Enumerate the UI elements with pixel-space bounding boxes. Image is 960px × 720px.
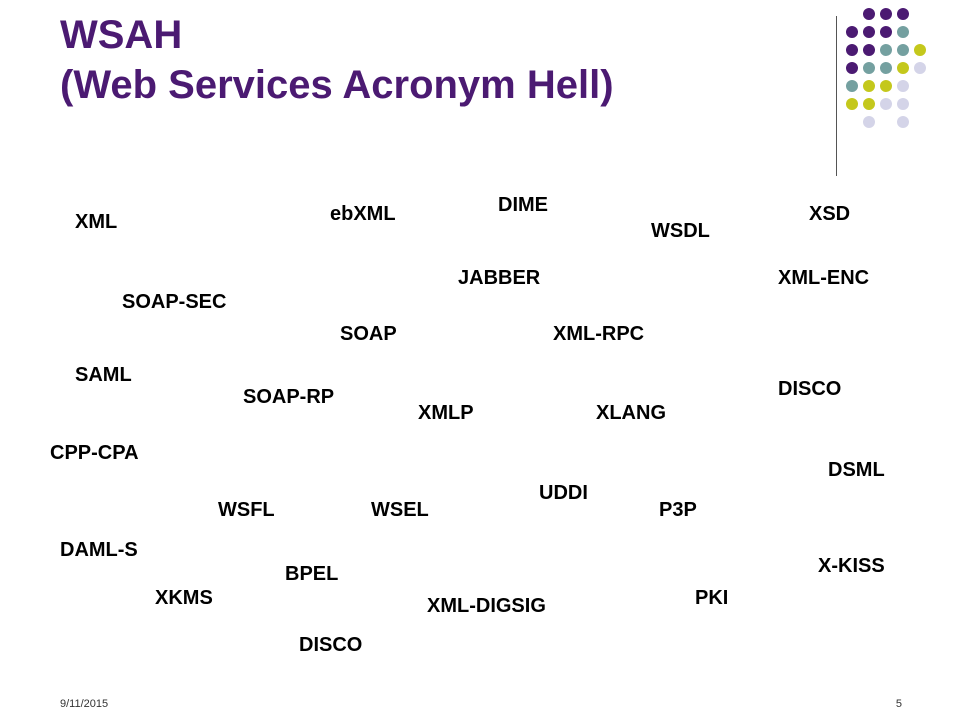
decorative-dot [880, 44, 892, 56]
acronym-term: P3P [659, 499, 697, 521]
acronym-term: ebXML [330, 203, 396, 225]
acronym-term: PKI [695, 587, 729, 609]
slide-title: WSAH (Web Services Acronym Hell) [60, 10, 614, 110]
decorative-dot [897, 62, 909, 74]
acronym-term: SOAP-RP [243, 386, 335, 408]
acronym-term: CPP-CPA [50, 442, 139, 464]
slide-title-line-1: WSAH [60, 13, 183, 57]
decorative-dot [897, 80, 909, 92]
acronym-term: WSDL [651, 220, 710, 242]
acronym-term: DIME [498, 194, 548, 216]
decorative-dot [863, 26, 875, 38]
acronym-term: XMLP [418, 402, 474, 424]
decorative-dot [846, 98, 858, 110]
page-number: 5 [895, 698, 902, 710]
decorative-dot [914, 62, 926, 74]
acronym-term: SOAP-SEC [122, 291, 227, 313]
footer-date: 9/11/2015 [60, 698, 109, 710]
decorative-dot [863, 80, 875, 92]
decorative-dot [914, 44, 926, 56]
decorative-dot [863, 98, 875, 110]
decorative-dot [897, 98, 909, 110]
decorative-dot [846, 44, 858, 56]
decorative-dot [863, 8, 875, 20]
decorative-dot [846, 80, 858, 92]
decorative-dot [880, 98, 892, 110]
acronym-term: DSML [828, 459, 885, 481]
acronym-term: SOAP [340, 323, 397, 345]
decorative-dot-grid [846, 8, 946, 158]
acronym-term: XML-DIGSIG [427, 595, 546, 617]
decorative-dot [863, 62, 875, 74]
decorative-dot [880, 26, 892, 38]
acronym-term: BPEL [285, 563, 339, 585]
acronym-term: WSFL [218, 499, 275, 521]
acronym-term: DAML-S [60, 539, 138, 561]
slide-title-line-2: (Web Services Acronym Hell) [60, 63, 614, 107]
acronym-term: XSD [809, 203, 851, 225]
decorative-dot [897, 26, 909, 38]
decorative-dot [863, 116, 875, 128]
decorative-divider [836, 16, 837, 176]
acronym-term: XML-RPC [553, 323, 645, 345]
decorative-dot [863, 44, 875, 56]
acronym-term: X-KISS [818, 555, 885, 577]
acronym-term: JABBER [458, 267, 541, 289]
acronym-term: DISCO [778, 378, 842, 400]
acronym-term: XML [75, 211, 118, 233]
decorative-dot [846, 26, 858, 38]
decorative-dot [880, 62, 892, 74]
acronym-term: DISCO [299, 634, 363, 656]
decorative-dot [880, 80, 892, 92]
acronym-term: SAML [75, 364, 132, 386]
decorative-dot [897, 8, 909, 20]
acronym-term: UDDI [539, 482, 588, 504]
decorative-dot [880, 8, 892, 20]
decorative-dot [897, 44, 909, 56]
acronym-term: WSEL [371, 499, 429, 521]
acronym-term: XML-ENC [778, 267, 870, 289]
decorative-dot [846, 62, 858, 74]
acronym-term: XLANG [596, 402, 666, 424]
decorative-dot [897, 116, 909, 128]
acronym-term: XKMS [155, 587, 213, 609]
